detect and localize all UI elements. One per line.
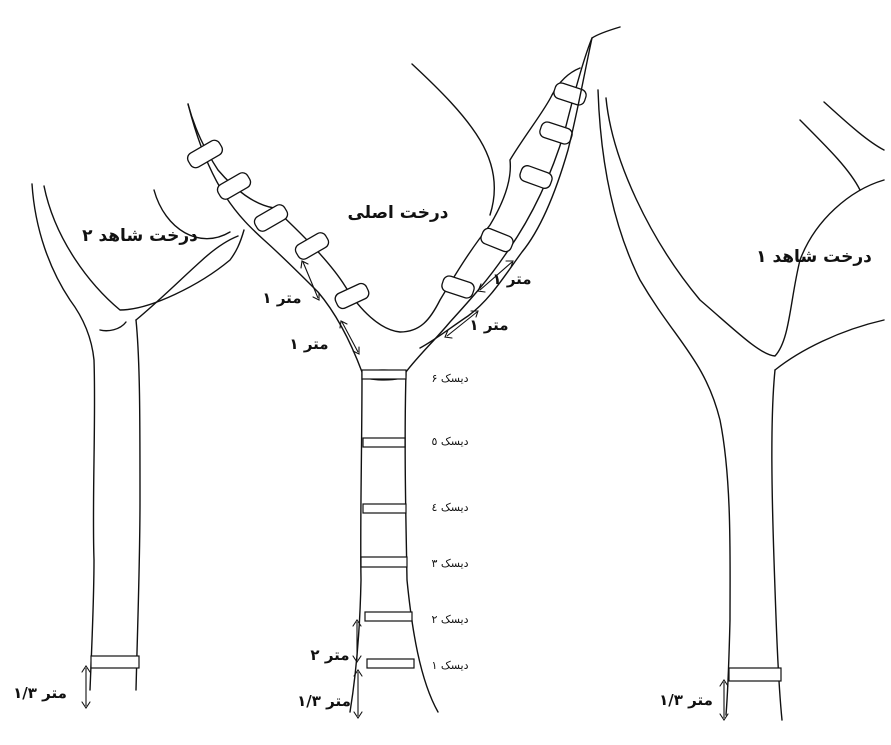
witness-tree-2-title: درخت شاهد ۲	[82, 226, 198, 246]
label-1m-right-lower: ۱ متر	[469, 316, 508, 334]
witness-1-disc	[729, 668, 781, 681]
label-base-main: ۱/۳ متر	[297, 692, 351, 710]
witness-tree-1	[598, 90, 884, 720]
disc-label-2: دیسک ۲	[431, 613, 468, 626]
disc-label-1: دیسک ۱	[431, 659, 468, 672]
disc-label-3: دیسک ۳	[431, 557, 468, 570]
right-branch-discs	[440, 81, 587, 299]
disc-2	[365, 612, 412, 621]
main-tree	[185, 27, 620, 712]
disc-label-6: دیسک ۶	[431, 372, 468, 385]
left-branch-discs	[185, 138, 370, 310]
disc-4	[363, 504, 406, 513]
label-1m-right-upper: ۱ متر	[492, 270, 531, 288]
witness-2-disc	[91, 656, 139, 668]
label-1m-left-upper: ۱ متر	[262, 289, 301, 307]
label-1m-left-lower: ۱ متر	[289, 335, 328, 353]
disc-label-4: دیسک ٤	[431, 501, 468, 514]
label-base-witness-1: ۱/۳ متر	[659, 691, 713, 709]
disc-label-5: دیسک ٥	[431, 435, 468, 448]
label-2m-main: ۲ متر	[310, 646, 349, 664]
disc-1	[367, 659, 414, 668]
witness-tree-2	[32, 184, 244, 690]
disc-3	[361, 557, 407, 567]
witness-tree-1-title: درخت شاهد ۱	[756, 247, 872, 267]
main-tree-title: درخت اصلی	[347, 203, 448, 223]
label-base-witness-2: ۱/۳ متر	[13, 684, 67, 702]
disc-5	[363, 438, 405, 447]
